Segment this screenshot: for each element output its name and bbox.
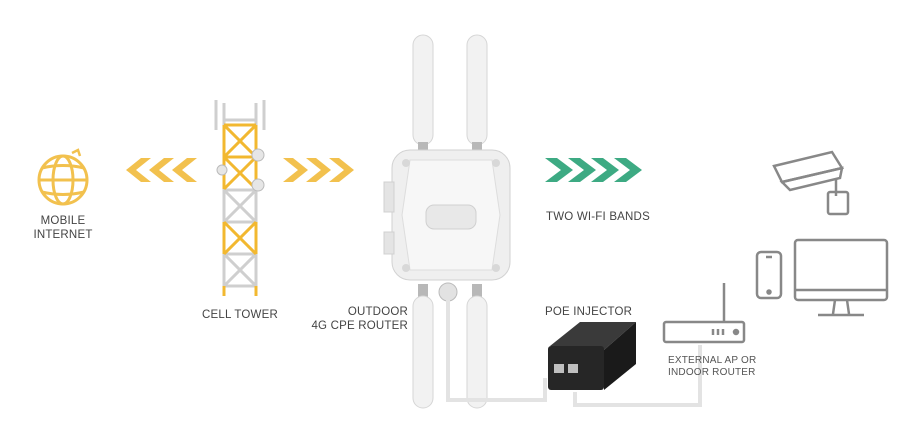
router-label-line1: OUTDOOR bbox=[347, 306, 408, 318]
mobile-internet-line1: MOBILE bbox=[40, 215, 86, 227]
ethernet-cable-ap bbox=[573, 345, 702, 407]
router-label: OUTDOOR 4G CPE ROUTER bbox=[308, 305, 408, 333]
cell-tower-label: CELL TOWER bbox=[202, 309, 278, 321]
router-label-line2: 4G CPE ROUTER bbox=[311, 320, 408, 332]
external-ap-label: EXTERNAL AP OR INDOOR ROUTER bbox=[668, 355, 756, 379]
external-ap-line2: INDOOR ROUTER bbox=[668, 367, 756, 378]
poe-injector-icon bbox=[548, 322, 636, 390]
router-icon bbox=[383, 34, 511, 409]
security-camera-icon bbox=[772, 150, 850, 216]
external-ap-line1: EXTERNAL AP OR bbox=[668, 355, 757, 366]
uplink-arrows-left bbox=[126, 158, 197, 182]
uplink-arrows-right bbox=[283, 158, 354, 182]
access-point-icon bbox=[662, 283, 746, 344]
globe-icon bbox=[37, 148, 89, 206]
mobile-internet-line2: INTERNET bbox=[33, 229, 93, 241]
smartphone-icon bbox=[755, 250, 783, 300]
ethernet-cable-router bbox=[446, 300, 547, 402]
wifi-bands-label: TWO WI-FI BANDS bbox=[546, 211, 650, 223]
wifi-arrows bbox=[545, 158, 642, 182]
monitor-icon bbox=[793, 238, 889, 317]
poe-injector-label: POE INJECTOR bbox=[545, 306, 633, 318]
cell-tower-icon bbox=[214, 100, 266, 296]
mobile-internet-label: MOBILE INTERNET bbox=[30, 214, 96, 242]
